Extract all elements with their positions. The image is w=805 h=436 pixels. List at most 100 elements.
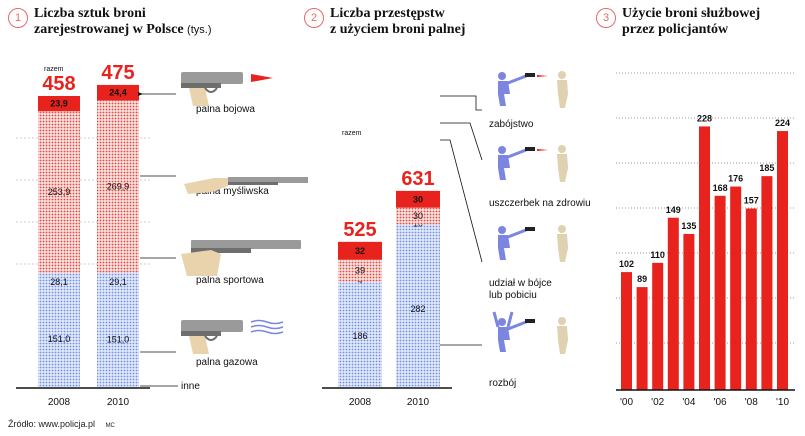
chart-3-bar-'04 (683, 233, 695, 390)
chart-2-total-2010: 631 (401, 168, 434, 190)
chart-3-bar-'08 (745, 208, 757, 390)
chart-1-legend-inne: inne (181, 381, 200, 392)
chart-3-xtick-'10: '10 (776, 397, 789, 408)
chart-3-value-'08: 157 (744, 196, 759, 206)
chart-1-bar-2008-palna-gazowa (38, 291, 80, 388)
chart-2-leader-line (440, 122, 483, 161)
chart-2-label-2010-rozbój: 282 (410, 304, 425, 314)
chart-2-bar-2008-zabójstwo (338, 241, 382, 260)
gas-pistol-icon (181, 319, 284, 354)
chart-1-bar-2010-palna-sportowa (97, 272, 139, 292)
chart-3-bar-'01 (636, 287, 648, 390)
chart-2-legend-udział-w-bójce-lub-pobiciu: lub pobiciu (489, 290, 537, 301)
chart-2-label-2008-zabójstwo: 32 (355, 246, 365, 256)
robbery-icon (492, 311, 568, 354)
chart-1-label-2008-palna-bojowa: 23,9 (50, 99, 68, 109)
chart-3-value-'04: 135 (681, 221, 696, 231)
panel-number-2: 2 (304, 8, 324, 28)
chart-2-bar-2010-udział-w-bójce-lub-pobiciu (396, 224, 440, 231)
chart-3-bar-'02 (652, 262, 664, 390)
chart-3-xtick-'00: '00 (620, 397, 633, 408)
panel-3-title-line2: przez policjantów (622, 22, 729, 37)
sport-pistol-icon (181, 240, 301, 276)
chart-2-bar-2010-uszczerbek-na-zdrowiu (396, 207, 440, 225)
chart-1-xtick-2008: 2008 (48, 397, 71, 408)
chart-2-bar-2010-rozbój (396, 230, 440, 388)
fight-icon (498, 225, 568, 262)
chart-1-label-2010-palna-gazowa: 151,0 (107, 334, 130, 344)
hunting-rifle-icon (184, 177, 308, 194)
chart-1-label-2010-palna-bojowa: 24,4 (109, 88, 127, 98)
panel-number-3: 3 (596, 8, 616, 28)
chart-3-value-'01: 89 (637, 274, 647, 284)
chart-3-xtick-'04: '04 (682, 397, 695, 408)
chart-1-label-2008-palna-gazowa: 151,0 (48, 334, 71, 344)
chart-2-bar-2008-udział-w-bójce-lub-pobiciu (338, 281, 382, 284)
injury-icon (498, 145, 568, 182)
chart-2-leader-line (440, 139, 483, 263)
chart-3-value-'10: 224 (775, 118, 790, 128)
chart-1-bar-2008-palna-sportowa (38, 273, 80, 292)
credit: MC (105, 423, 115, 429)
chart-3-value-'06: 168 (713, 183, 728, 193)
chart-1-legend-palna-gazowa: palna gazowa (196, 357, 258, 368)
panel-3-title-line1: Użycie broni służbowej (622, 6, 761, 21)
chart-1-legend-palna-sportowa: palna sportowa (196, 275, 264, 286)
panel-number-1: 1 (8, 8, 28, 28)
chart-1-label-2010-palna-myśliwska: 269,9 (107, 182, 130, 192)
chart-3-value-'05: 228 (697, 113, 712, 123)
chart-1-label-2008-palna-sportowa: 28,1 (50, 277, 68, 287)
chart-3-bar-'09 (761, 176, 773, 390)
panel-1-title-suffix: (tys.) (187, 24, 212, 36)
chart-2-legend-udział-w-bójce-lub-pobiciu: udział w bójce (489, 278, 552, 289)
chart-3-bar-'05 (699, 126, 710, 390)
chart-2-total-2008: 525 (343, 219, 376, 241)
chart-1-registered-guns: 1,0151,028,1253,923,945820080,9151,029,1… (16, 62, 308, 408)
chart-3-xtick-'08: '08 (745, 397, 758, 408)
chart-2-legend-zabójstwo: zabójstwo (489, 119, 534, 130)
chart-2-xtick-2008: 2008 (349, 397, 372, 408)
chart-1-bar-2010-palna-myśliwska (97, 100, 139, 273)
panel-3-title: Użycie broni służbowej przez policjantów (622, 6, 760, 38)
chart-1-legend-palna-bojowa: palna bojowa (196, 104, 255, 115)
chart-2-bar-2010-zabójstwo (396, 190, 440, 208)
panel-2-title-line2: z użyciem broni palnej (330, 22, 466, 37)
chart-3-xtick-'02: '02 (651, 397, 664, 408)
chart-2-bar-2008-uszczerbek-na-zdrowiu (338, 259, 382, 282)
chart-2-legend-uszczerbek-na-zdrowiu: uszczerbek na zdrowiu (489, 198, 591, 209)
chart-3-bar-'06 (714, 195, 726, 390)
source-note: Źródło: www.policja.pl (8, 419, 96, 429)
chart-1-arrow-marker (138, 92, 143, 96)
chart-2-gun-crimes: 1864393252520082821030306312010razemzabó… (322, 71, 591, 408)
chart-3-bar-'03 (667, 217, 679, 390)
pistol-icon (181, 72, 273, 106)
chart-2-label-2010-uszczerbek-na-zdrowiu: 30 (413, 211, 423, 221)
chart-1-label-2010-palna-sportowa: 29,1 (109, 277, 127, 287)
chart-2-label-2008-rozbój: 186 (352, 331, 367, 341)
chart-1-legend-palna-myśliwska: palna myśliwska (196, 186, 269, 197)
chart-3-value-'00: 102 (619, 259, 634, 269)
footer: Źródło: www.policja.pl MC (8, 419, 115, 429)
panel-2-title-line1: Liczba przestępstw (330, 6, 445, 21)
chart-1-xtick-2010: 2010 (107, 397, 130, 408)
chart-3-value-'07: 176 (728, 174, 743, 184)
chart-1-total-caption: razem (44, 66, 64, 73)
panel-1-title-line1: Liczba sztuk broni (34, 6, 146, 21)
chart-3-value-'09: 185 (759, 163, 774, 173)
chart-3-bar-'07 (730, 186, 742, 390)
chart-3-bar-'10 (777, 131, 788, 390)
chart-2-total-caption: razem (342, 130, 362, 137)
chart-1-bar-2010-palna-bojowa (97, 84, 139, 101)
chart-1-total-2010: 475 (101, 62, 134, 84)
chart-3-bar-'00 (621, 272, 632, 390)
chart-1-total-2008: 458 (42, 73, 75, 95)
homicide-icon (498, 71, 568, 108)
panel-1-title: Liczba sztuk broni zarejestrowanej w Pol… (34, 6, 212, 38)
chart-2-leader-line (440, 95, 482, 111)
chart-1-label-2008-palna-myśliwska: 253,9 (48, 187, 71, 197)
chart-2-label-2008-uszczerbek-na-zdrowiu: 39 (355, 266, 365, 276)
chart-2-label-2010-zabójstwo: 30 (413, 194, 423, 204)
chart-3-value-'03: 149 (666, 205, 681, 215)
panel-1-title-line2: zarejestrowanej w Polsce (34, 22, 184, 37)
